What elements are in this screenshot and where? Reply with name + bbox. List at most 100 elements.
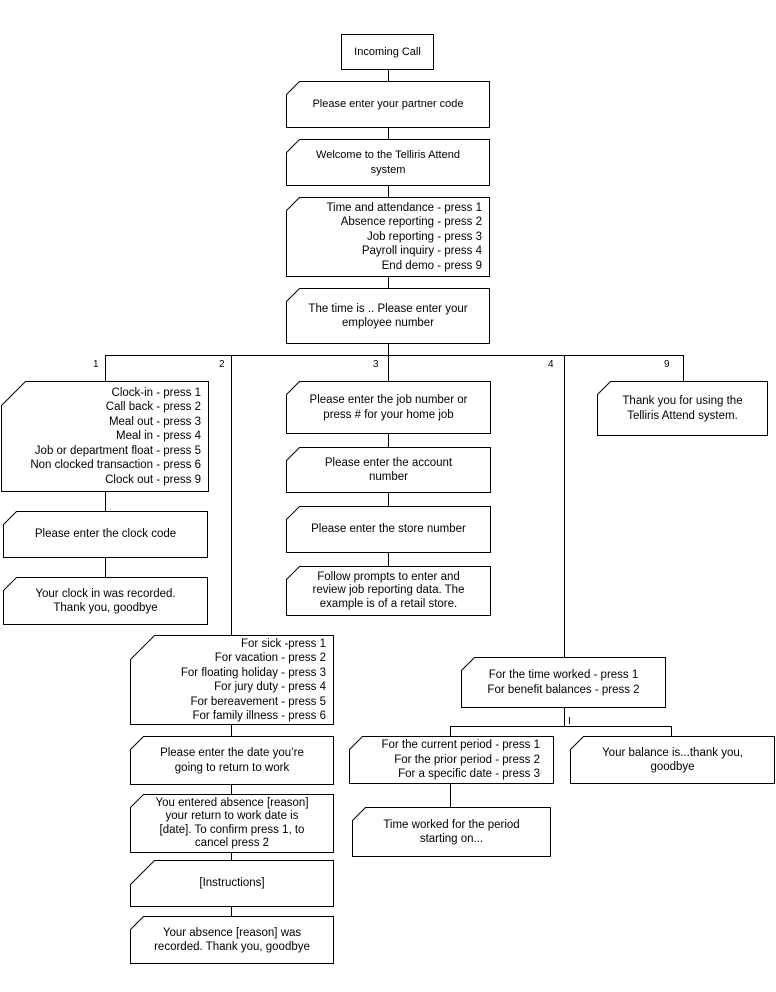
main-menu-prompt-outline [286, 197, 490, 277]
text-line: Thank you, goodbye [53, 602, 158, 614]
branch-label-9: 9 [664, 359, 670, 370]
welcome-prompt-outline [286, 139, 490, 186]
period-menu-prompt-outline [349, 736, 554, 784]
text-line: Clock out - press 9 [105, 473, 201, 486]
text-line: Please enter your partner code [312, 98, 464, 111]
payroll-menu-prompt-outline [461, 657, 666, 708]
incoming-call-box-outline [341, 34, 434, 70]
employee-number-prompt-outline [286, 288, 490, 344]
text-line: End demo - press 9 [381, 259, 482, 272]
absence-menu-prompt: For sick -press 1 For vacation - press 2… [130, 635, 334, 725]
text-line: Clock-in - press 1 [111, 386, 201, 399]
clock-code-prompt: Please enter the clock code [3, 511, 208, 558]
clock-recorded-prompt-outline [3, 577, 208, 625]
time-worked-text: Time worked for the period starting on..… [352, 807, 551, 857]
text-line: Your absence [reason] was [162, 926, 302, 939]
text-line: Your clock in was recorded. [35, 587, 176, 600]
branch-label-3: 3 [373, 359, 379, 370]
text-line: For the current period - press 1 [381, 739, 540, 752]
balance-prompt-outline [570, 736, 775, 784]
text-line: review job reporting data. The [312, 584, 465, 597]
store-number-text: Please enter the store number [286, 506, 491, 553]
text-line: Welcome to the Telliris Attend [316, 149, 460, 161]
text-line: Absence reporting - press 2 [340, 216, 482, 229]
text-line: Follow prompts to enter and [317, 570, 460, 583]
text-line: Job or department float - press 5 [34, 444, 201, 457]
period-menu-prompt: For the current period - press 1 For the… [349, 736, 554, 784]
confirm-absence-prompt-outline [130, 794, 334, 853]
instructions-prompt-outline [130, 860, 334, 907]
clock-menu-text: Clock-in - press 1 Call back - press 2 M… [1, 381, 209, 492]
text-line: Please enter the date you’re [160, 747, 304, 759]
text-line: going to return to work [174, 761, 290, 774]
text-line: cancel press 2 [194, 837, 270, 849]
text-line: For family illness - press 6 [192, 710, 326, 722]
clock-menu-prompt-outline [1, 381, 209, 492]
clock-code-prompt-outline [3, 511, 208, 558]
text-line: starting on... [419, 833, 484, 845]
absence-recorded-text: Your absence [reason] was recorded. Than… [130, 916, 334, 964]
account-number-prompt-outline [286, 447, 491, 493]
text-line: example is of a retail store. [319, 597, 458, 610]
account-number-prompt: Please enter the account number [286, 447, 491, 493]
job-number-prompt-outline [286, 381, 491, 434]
job-prompts-text: Follow prompts to enter and review job r… [286, 566, 491, 616]
return-date-prompt: Please enter the date you’re going to re… [130, 736, 334, 785]
text-line: Telliris Attend system. [627, 409, 738, 422]
incoming-call-text: Incoming Call [341, 34, 434, 70]
absence-recorded-prompt-outline [130, 916, 334, 964]
employee-number-text: The time is .. Please enter your employe… [286, 288, 490, 344]
text-line: For bereavement - press 5 [190, 695, 326, 708]
text-line: Please enter the store number [311, 523, 466, 536]
text-line: For benefit balances - press 2 [487, 683, 640, 696]
text-line: Please enter the account [324, 456, 453, 469]
partner-code-text: Please enter your partner code [286, 81, 490, 128]
main-menu-prompt: Time and attendance - press 1 Absence re… [286, 197, 490, 277]
store-number-prompt-outline [286, 506, 491, 553]
absence-menu-prompt-outline [130, 635, 334, 725]
absence-menu-text: For sick -press 1 For vacation - press 2… [130, 635, 334, 725]
text-line: Payroll inquiry - press 4 [361, 245, 482, 258]
text-line: For floating holiday - press 3 [180, 666, 326, 679]
text-line: press # for your home job [323, 408, 454, 421]
store-number-prompt: Please enter the store number [286, 506, 491, 553]
job-prompts-prompt: Follow prompts to enter and review job r… [286, 566, 491, 616]
branch-label-2: 2 [219, 359, 225, 370]
clock-code-text: Please enter the clock code [3, 511, 208, 558]
text-line: For the time worked - press 1 [488, 669, 639, 681]
text-line: For the prior period - press 2 [394, 753, 540, 766]
time-worked-prompt-outline [352, 807, 551, 857]
thank-you-prompt-outline [597, 381, 768, 436]
clock-recorded-prompt: Your clock in was recorded. Thank you, g… [3, 577, 208, 625]
job-number-prompt: Please enter the job number or press # f… [286, 381, 491, 434]
job-number-text: Please enter the job number or press # f… [286, 381, 491, 434]
return-date-prompt-outline [130, 736, 334, 785]
text-line: Your balance is...thank you, [602, 746, 743, 759]
text-line: employee number [341, 317, 435, 329]
text-line: Non clocked transaction - press 6 [30, 459, 201, 472]
text-line: goodbye [650, 761, 695, 773]
partner-code-prompt-outline [286, 81, 490, 128]
text-line: Call back - press 2 [105, 401, 201, 414]
account-number-text: Please enter the account number [286, 447, 491, 493]
incoming-call-box: Incoming Call [341, 34, 434, 70]
main-menu-text: Time and attendance - press 1 Absence re… [286, 197, 490, 277]
absence-recorded-prompt: Your absence [reason] was recorded. Than… [130, 916, 334, 964]
payroll-menu-text: For the time worked - press 1 For benefi… [461, 657, 666, 708]
clock-menu-prompt: Clock-in - press 1 Call back - press 2 M… [1, 381, 209, 492]
text-line: Meal in - press 4 [115, 430, 201, 443]
instructions-prompt: [Instructions] [130, 860, 334, 907]
text-line: your return to work date is [165, 810, 299, 822]
thank-you-text: Thank you for using the Telliris Attend … [597, 381, 768, 436]
period-menu-text: For the current period - press 1 For the… [349, 736, 554, 784]
text-line: Time and attendance - press 1 [326, 201, 482, 214]
text-line: number [369, 471, 408, 483]
text-line: system [370, 163, 406, 176]
return-date-text: Please enter the date you’re going to re… [130, 736, 334, 785]
branch-label-4: 4 [548, 359, 554, 370]
text-line: Please enter the job number or [309, 394, 468, 406]
text-line: For a specific date - press 3 [398, 768, 540, 781]
thank-you-prompt: Thank you for using the Telliris Attend … [597, 381, 768, 436]
clock-recorded-text: Your clock in was recorded. Thank you, g… [3, 577, 208, 625]
